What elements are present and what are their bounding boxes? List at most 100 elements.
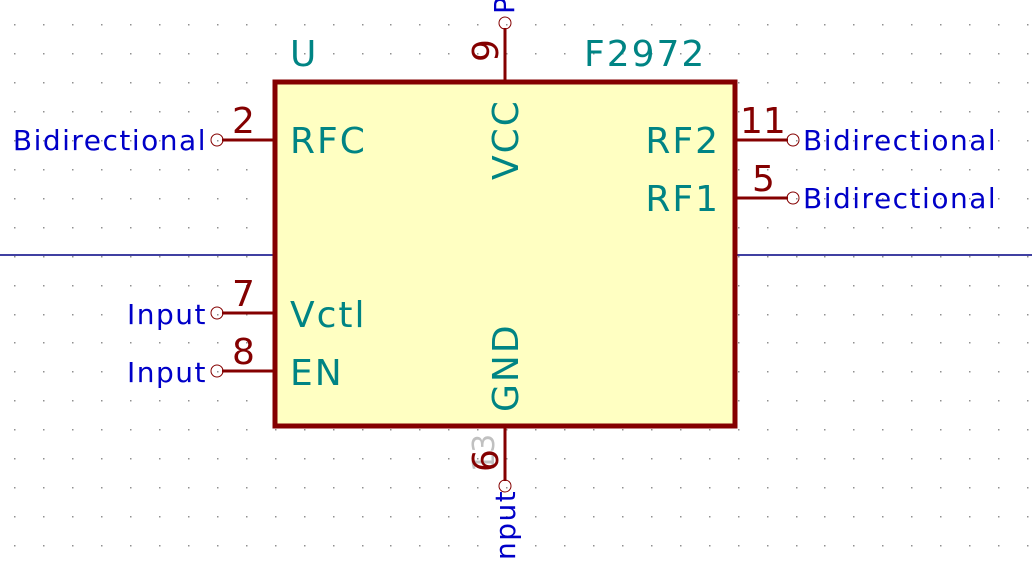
grid-dot bbox=[911, 169, 913, 171]
grid-dot bbox=[101, 140, 103, 142]
grid-dot bbox=[304, 545, 306, 547]
grid-dot bbox=[188, 516, 190, 518]
grid-dot bbox=[911, 256, 913, 258]
grid-dot bbox=[622, 458, 624, 460]
grid-dot bbox=[969, 314, 971, 316]
grid-dot bbox=[275, 545, 277, 547]
grid-dot bbox=[969, 140, 971, 142]
grid-dot bbox=[188, 487, 190, 489]
grid-dot bbox=[738, 285, 740, 287]
value-field[interactable]: F2972 bbox=[584, 34, 706, 75]
pin-5[interactable]: 5 RF1 Bidirectional bbox=[645, 159, 997, 220]
grid-dot bbox=[217, 53, 219, 55]
grid-dot bbox=[622, 53, 624, 55]
grid-dot bbox=[824, 545, 826, 547]
grid-dot bbox=[824, 111, 826, 113]
grid-dot bbox=[14, 256, 16, 258]
grid-dot bbox=[72, 458, 74, 460]
grid-dot bbox=[72, 429, 74, 431]
grid-dot bbox=[1027, 487, 1029, 489]
grid-dot bbox=[680, 545, 682, 547]
grid-dot bbox=[130, 198, 132, 200]
ghost-pin-label: 13 bbox=[467, 434, 502, 472]
grid-dot bbox=[275, 487, 277, 489]
grid-dot bbox=[130, 400, 132, 402]
grid-dot bbox=[998, 429, 1000, 431]
grid-dot bbox=[796, 24, 798, 26]
grid-dot bbox=[593, 458, 595, 460]
grid-dot bbox=[72, 371, 74, 373]
grid-dot bbox=[969, 82, 971, 84]
grid-dot bbox=[101, 198, 103, 200]
pin-name: RF2 bbox=[645, 121, 720, 162]
grid-dot bbox=[275, 429, 277, 431]
grid-dot bbox=[911, 198, 913, 200]
grid-dot bbox=[1027, 285, 1029, 287]
grid-dot bbox=[419, 458, 421, 460]
grid-dot bbox=[882, 458, 884, 460]
grid-dot bbox=[824, 227, 826, 229]
pin-7[interactable]: 7 Vctl Input bbox=[127, 274, 367, 336]
grid-dot bbox=[217, 516, 219, 518]
symbol-body[interactable] bbox=[272, 79, 738, 429]
grid-dot bbox=[43, 140, 45, 142]
grid-dot bbox=[767, 400, 769, 402]
grid-dot bbox=[188, 256, 190, 258]
grid-dot bbox=[622, 487, 624, 489]
grid-dot bbox=[390, 516, 392, 518]
grid-dot bbox=[767, 487, 769, 489]
grid-dot bbox=[593, 487, 595, 489]
grid-dot bbox=[882, 371, 884, 373]
grid-dot bbox=[738, 111, 740, 113]
grid-dot bbox=[911, 227, 913, 229]
grid-dot bbox=[796, 53, 798, 55]
grid-dot bbox=[651, 24, 653, 26]
grid-dot bbox=[506, 24, 508, 26]
grid-dot bbox=[1027, 140, 1029, 142]
grid-dot bbox=[940, 24, 942, 26]
grid-dot bbox=[940, 314, 942, 316]
grid-dot bbox=[882, 82, 884, 84]
grid-dot bbox=[651, 545, 653, 547]
grid-dot bbox=[1027, 169, 1029, 171]
grid-dot bbox=[1027, 198, 1029, 200]
grid-dot bbox=[969, 458, 971, 460]
grid-dot bbox=[390, 24, 392, 26]
pin-endpoint-icon bbox=[210, 133, 224, 147]
grid-dot bbox=[217, 24, 219, 26]
pin-6[interactable]: 13 6 GND nput bbox=[466, 323, 527, 560]
grid-dot bbox=[709, 53, 711, 55]
pin-8[interactable]: 8 EN Input bbox=[127, 332, 344, 394]
grid-dot bbox=[998, 458, 1000, 460]
grid-dot bbox=[390, 458, 392, 460]
grid-dot bbox=[188, 140, 190, 142]
grid-dot bbox=[969, 169, 971, 171]
grid-dot bbox=[1027, 111, 1029, 113]
grid-dot bbox=[101, 371, 103, 373]
grid-dot bbox=[911, 516, 913, 518]
grid-dot bbox=[824, 516, 826, 518]
pin-2[interactable]: 2 RFC Bidirectional bbox=[13, 101, 367, 162]
pin-11[interactable]: 11 RF2 Bidirectional bbox=[645, 101, 997, 162]
grid-dot bbox=[853, 198, 855, 200]
pin-9[interactable]: 9 VCC P bbox=[466, 0, 527, 180]
grid-dot bbox=[14, 198, 16, 200]
grid-dot bbox=[130, 256, 132, 258]
grid-dot bbox=[940, 545, 942, 547]
grid-dot bbox=[969, 285, 971, 287]
grid-dot bbox=[217, 400, 219, 402]
grid-dot bbox=[101, 227, 103, 229]
grid-dot bbox=[14, 111, 16, 113]
grid-dot bbox=[304, 458, 306, 460]
grid-dot bbox=[882, 285, 884, 287]
grid-dot bbox=[767, 371, 769, 373]
grid-dot bbox=[159, 227, 161, 229]
grid-dot bbox=[43, 169, 45, 171]
pin-endpoint-icon bbox=[498, 479, 512, 493]
grid-dot bbox=[998, 516, 1000, 518]
grid-dot bbox=[969, 371, 971, 373]
reference-field[interactable]: U bbox=[290, 34, 318, 75]
grid-dot bbox=[159, 545, 161, 547]
grid-dot bbox=[911, 285, 913, 287]
